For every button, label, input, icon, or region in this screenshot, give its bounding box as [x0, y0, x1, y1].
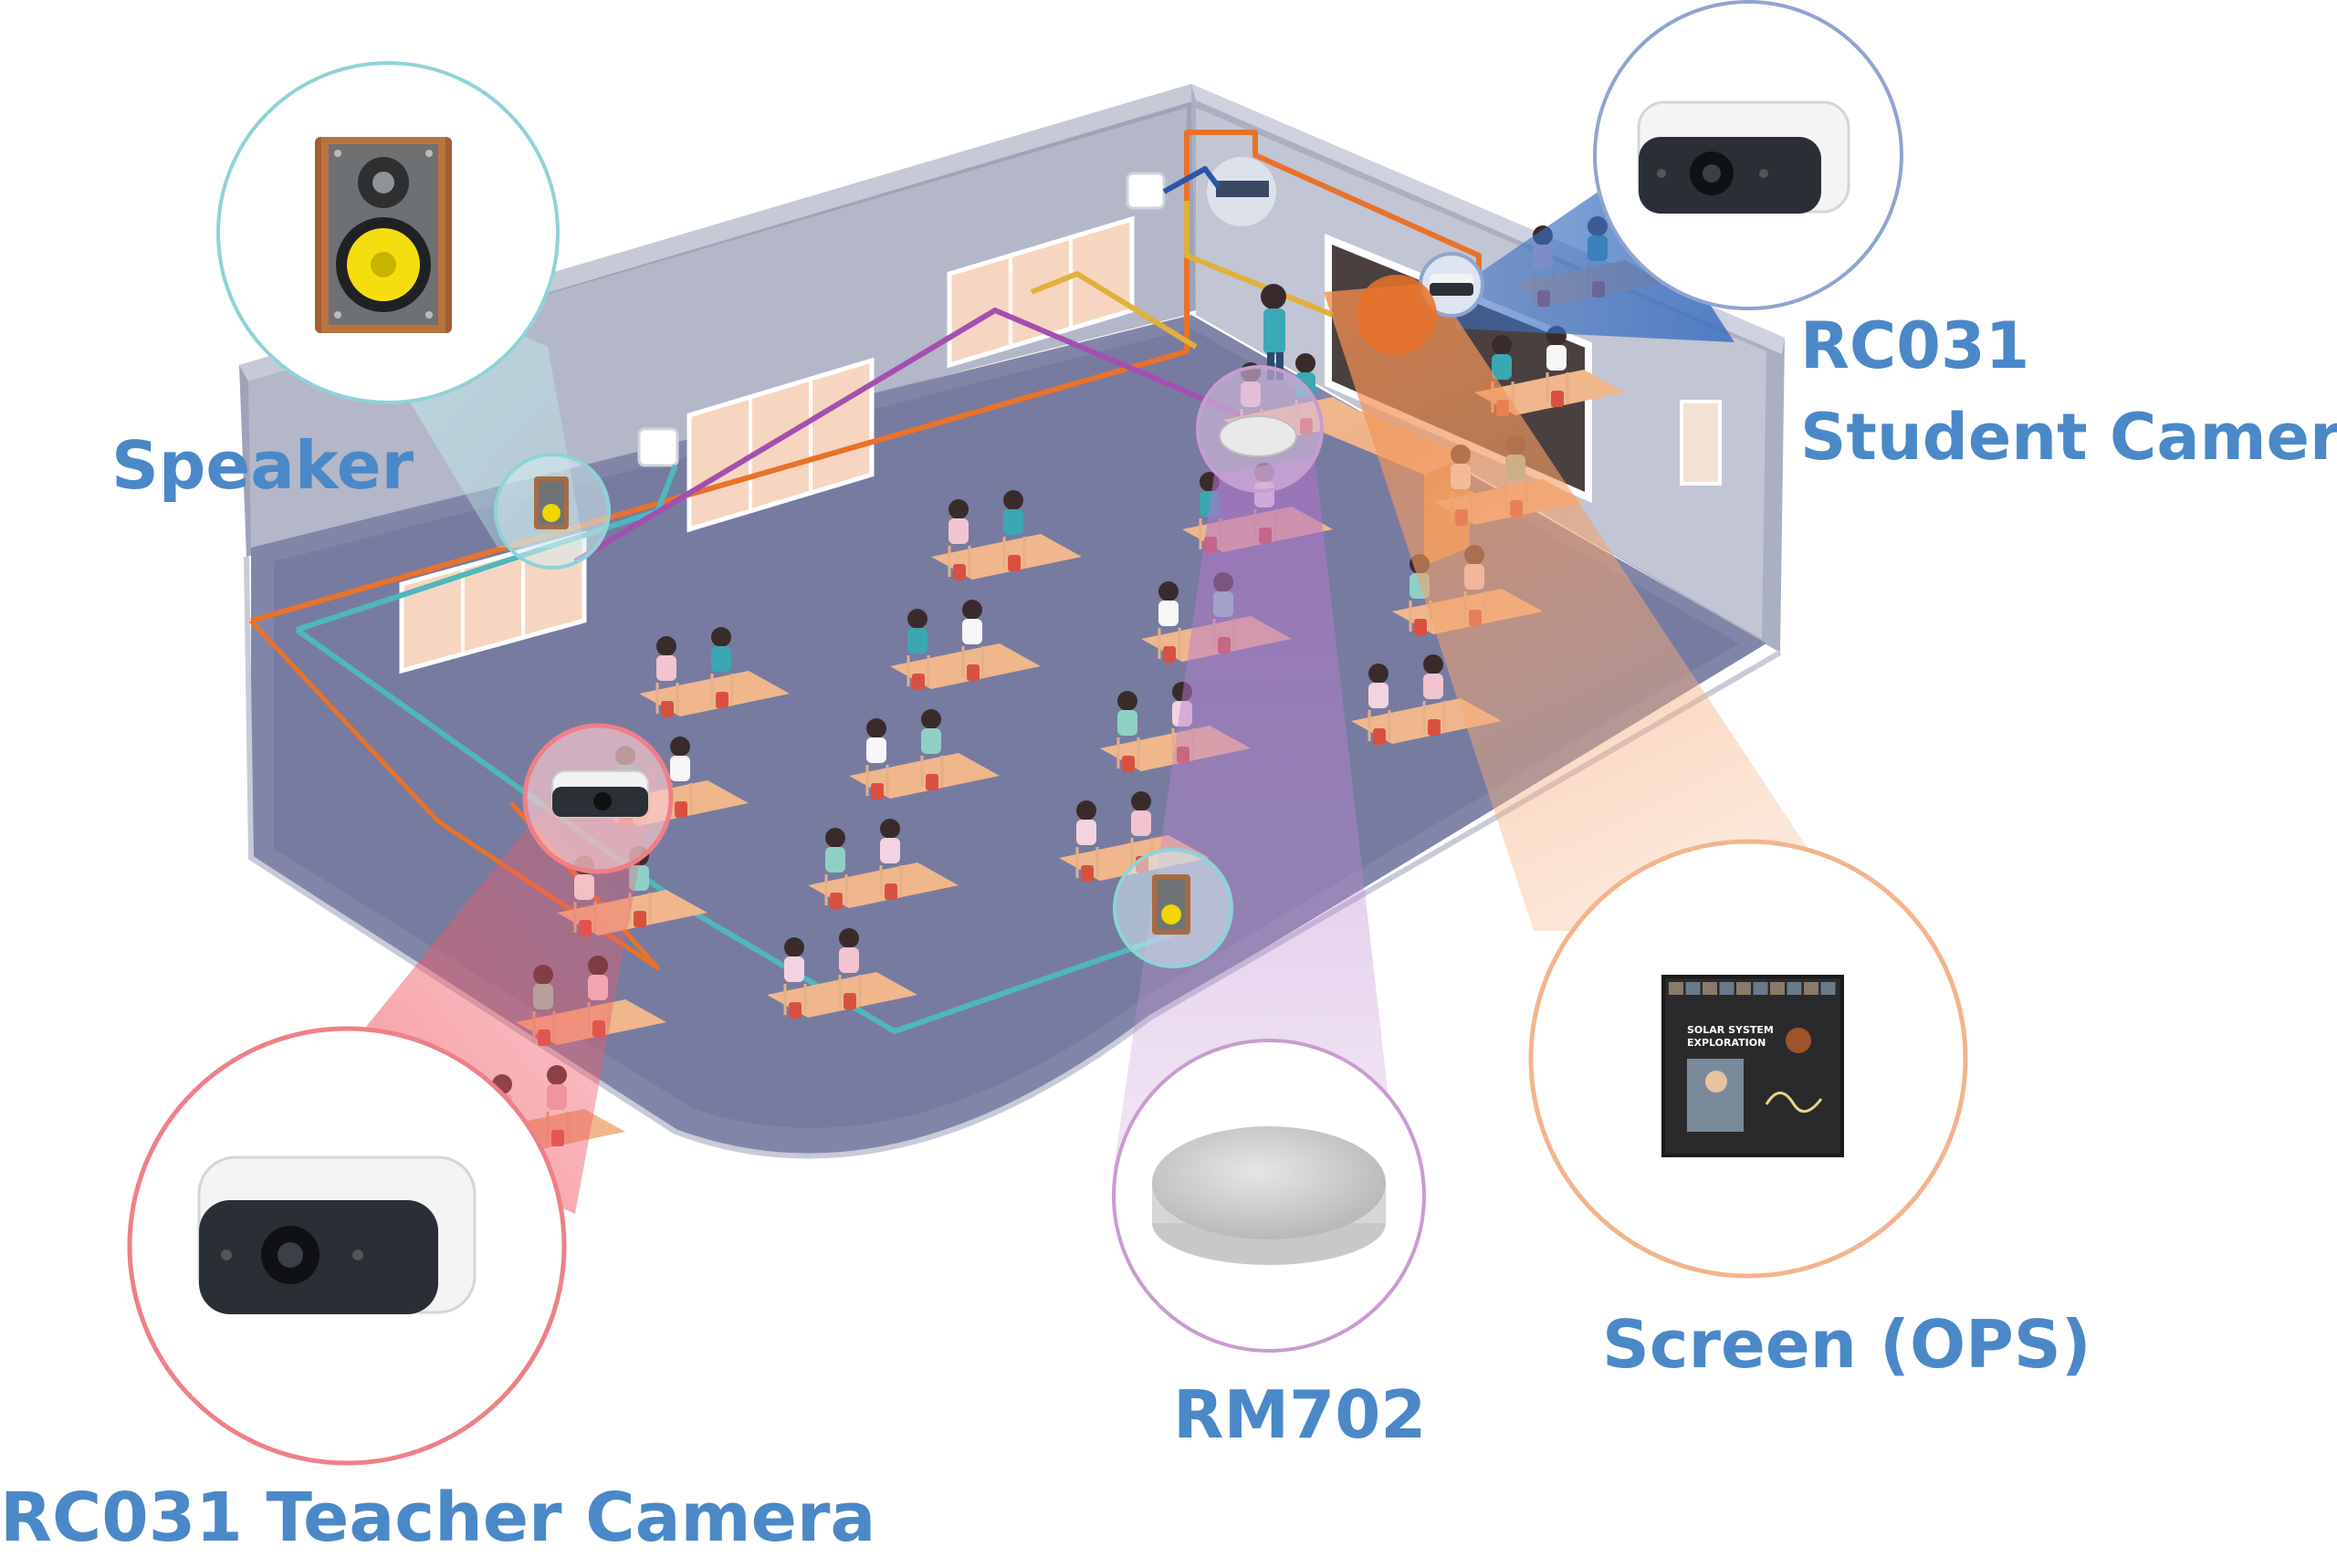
speaker-label: Speaker — [111, 427, 414, 504]
student-camera-label-line1: RC031 — [1800, 308, 2029, 383]
network-switch — [1216, 181, 1269, 197]
screen-label: Screen (OPS) — [1602, 1306, 2091, 1383]
teacher-figure — [1261, 284, 1286, 380]
student-desk-group — [808, 819, 959, 909]
video-thumbnail — [1669, 982, 1683, 995]
student-desk-group — [639, 627, 790, 717]
student-desk-group — [890, 600, 1041, 690]
microphone-callout: RM702 — [1112, 1039, 1426, 1453]
cabling — [249, 130, 1482, 1034]
screen-content-title-line2: EXPLORATION — [1687, 1037, 1766, 1049]
speaker-callout: Speaker — [111, 61, 560, 504]
microphone-icon — [1152, 1126, 1386, 1265]
in-room-speaker-marker — [494, 453, 611, 570]
in-room-microphone-marker — [1196, 365, 1324, 493]
camera-icon — [1637, 100, 1850, 214]
speaker-icon — [315, 137, 452, 333]
screen-callout: SOLAR SYSTEM EXPLORATION Screen (OPS) — [1528, 839, 2091, 1383]
video-thumbnail — [1787, 982, 1802, 995]
windows — [399, 215, 1135, 674]
video-thumbnail — [1703, 982, 1717, 995]
teacher-camera-callout: RC031 Teacher Camera — [0, 1026, 875, 1557]
in-room-student-camera-marker — [1419, 252, 1484, 318]
teacher-camera-label: RC031 Teacher Camera — [0, 1479, 875, 1557]
camera-icon — [197, 1155, 477, 1314]
student-camera-callout: RC031 Student Camera — [1593, 0, 2337, 475]
microphone-label: RM702 — [1173, 1376, 1426, 1453]
student-camera-label-line2: Student Camera — [1800, 400, 2337, 475]
in-room-speaker-marker-2 — [1113, 848, 1233, 968]
wall-outlet — [1126, 172, 1166, 210]
video-thumbnail — [1753, 982, 1768, 995]
student-desk-group — [931, 490, 1082, 580]
student-desk-group — [767, 928, 917, 1019]
screen-icon: SOLAR SYSTEM EXPLORATION — [1661, 975, 1844, 1157]
vent — [1680, 400, 1722, 486]
video-thumbnail — [1820, 982, 1836, 995]
video-thumbnail — [1770, 982, 1785, 995]
student-desk-group — [849, 709, 1000, 800]
video-thumbnail — [1736, 982, 1751, 995]
video-thumbnail — [1685, 982, 1701, 995]
in-room-teacher-camera-marker — [522, 723, 674, 874]
video-thumbnail — [1804, 982, 1818, 995]
wall-outlet — [637, 427, 679, 467]
video-thumbnail — [1719, 982, 1734, 995]
screen-glow — [1357, 275, 1437, 355]
screen-content-title-line1: SOLAR SYSTEM — [1687, 1024, 1774, 1036]
